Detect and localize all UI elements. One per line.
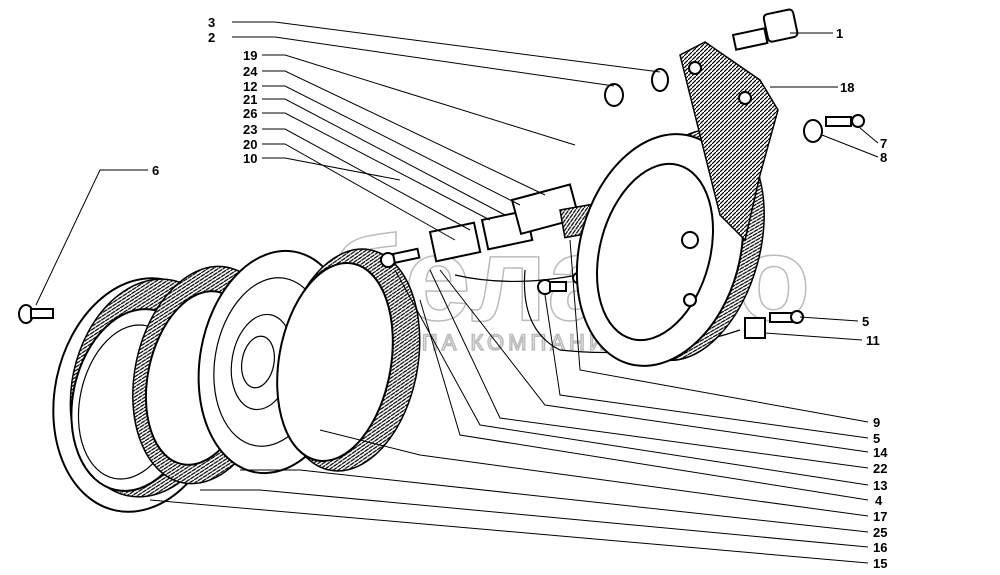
callout-16: 16	[873, 540, 887, 555]
screw-10	[380, 247, 421, 268]
bolt-7-nut-8	[803, 114, 865, 143]
terminal-11	[744, 310, 804, 339]
callout-24: 24	[243, 64, 258, 79]
callout-23: 23	[243, 122, 257, 137]
nut-3	[604, 83, 624, 107]
callout-4: 4	[875, 493, 883, 508]
callout-17: 17	[873, 509, 887, 524]
callout-22: 22	[873, 461, 887, 476]
callout-8: 8	[880, 150, 887, 165]
callout-20: 20	[243, 137, 257, 152]
callout-18: 18	[840, 80, 854, 95]
callout-5-lower: 5	[873, 431, 880, 446]
callout-6: 6	[152, 163, 159, 178]
callout-10: 10	[243, 151, 257, 166]
callout-2: 2	[208, 30, 215, 45]
bolt-6	[18, 304, 54, 324]
callout-3: 3	[208, 15, 215, 30]
washer-2	[651, 68, 669, 92]
callout-1: 1	[836, 26, 843, 41]
callout-15: 15	[873, 556, 887, 571]
reflector-disc	[276, 248, 421, 472]
callout-21: 21	[243, 92, 257, 107]
callout-19: 19	[243, 48, 257, 63]
bracket-18	[679, 41, 779, 242]
callout-5-upper: 5	[862, 314, 869, 329]
leader-lines	[35, 21, 879, 564]
bolt-1	[731, 8, 799, 51]
callout-7: 7	[880, 136, 887, 151]
callout-25: 25	[873, 525, 887, 540]
callout-9: 9	[873, 415, 880, 430]
callout-14: 14	[873, 445, 888, 460]
callout-12: 12	[243, 79, 257, 94]
callout-13: 13	[873, 478, 887, 493]
callout-11: 11	[866, 333, 880, 348]
callout-26: 26	[243, 106, 257, 121]
